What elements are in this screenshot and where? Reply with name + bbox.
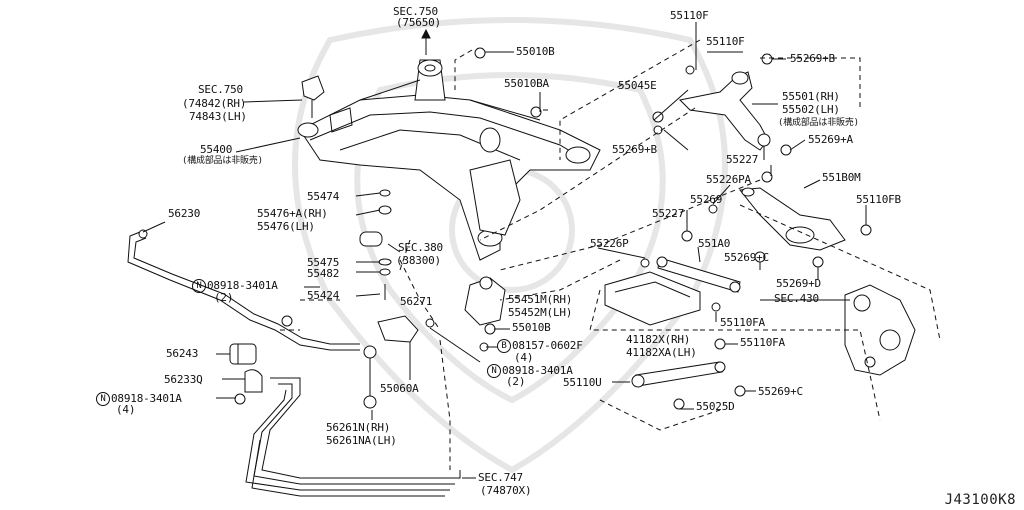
label-551A0: 551A0	[698, 237, 731, 250]
label-41182X: 41182X(RH)	[626, 333, 691, 346]
label-56230: 56230	[168, 207, 201, 220]
label-sec380-sub: (38300)	[396, 254, 441, 267]
mount-bracket-left	[301, 75, 325, 118]
label-08157-qty: (4)	[514, 351, 534, 364]
label-56243: 56243	[166, 347, 199, 360]
label-55110FA-b: 55110FA	[740, 336, 785, 349]
label-56233Q: 56233Q	[164, 373, 203, 386]
label-08918-b-text: 08918-3401A	[111, 392, 182, 405]
label-55475: 55475	[307, 256, 340, 269]
label-55010BA: 55010BA	[504, 77, 549, 90]
label-55010B-top: 55010B	[516, 45, 555, 58]
label-55045E: 55045E	[618, 79, 657, 92]
label-55451M: 55451M(RH)	[508, 293, 573, 306]
bushing-stack	[359, 189, 392, 300]
label-55501-note: (構成部品は非販売)	[778, 118, 859, 128]
label-55227-b: 55227	[652, 207, 685, 220]
label-55269D: 55269+D	[776, 277, 821, 290]
label-55476A: 55476+A(RH)	[257, 207, 328, 220]
label-55476: 55476(LH)	[257, 220, 315, 233]
pipe-harness-sec747	[245, 377, 461, 497]
label-74842: (74842(RH)	[182, 97, 247, 110]
label-55482: 55482	[307, 267, 340, 280]
label-pointers	[142, 22, 867, 479]
label-sec430: SEC.430	[774, 292, 819, 305]
label-55110F-b: 55110F	[706, 35, 745, 48]
label-55269B-a: 55269+B	[790, 52, 835, 65]
label-55025D: 55025D	[696, 400, 735, 413]
link-55110U	[631, 361, 726, 388]
label-sec747-sub: (74870X)	[480, 484, 532, 497]
rear-suspension-member	[297, 59, 601, 261]
n-circle-icon: N	[192, 279, 206, 293]
direction-arrow	[421, 28, 431, 55]
label-08918-a-qty: (2)	[214, 291, 234, 304]
label-55269-mid: 55269	[690, 193, 723, 206]
label-55269C-a: 55269+C	[724, 251, 769, 264]
label-55501: 55501(RH)	[782, 90, 840, 103]
label-sec750-top: SEC.750	[393, 5, 438, 18]
label-41182XA: 41182XA(LH)	[626, 346, 697, 359]
label-55269A: 55269+A	[808, 133, 853, 146]
label-sec750-left: SEC.750	[198, 83, 243, 96]
label-sec747: SEC.747	[478, 471, 523, 484]
heat-shield-41182X	[604, 271, 701, 326]
label-55502: 55502(LH)	[782, 103, 840, 116]
watermark-emblem	[292, 17, 728, 474]
label-55010B-mid: 55010B	[512, 321, 551, 334]
label-08918-a-text: 08918-3401A	[207, 279, 278, 292]
clamp-56233Q	[244, 369, 263, 393]
label-55110U: 55110U	[563, 376, 602, 389]
label-08918-c-qty: (2)	[506, 375, 526, 388]
label-sec380: SEC.380	[398, 241, 443, 254]
label-55110F-a: 55110F	[670, 9, 709, 22]
bushing-56243	[229, 343, 257, 365]
label-08918-b-qty: (4)	[116, 403, 136, 416]
label-55474: 55474	[307, 190, 340, 203]
link-551A0	[656, 256, 741, 293]
label-56261NA: 56261NA(LH)	[326, 434, 397, 447]
label-55400-note: (構成部品は非販売)	[182, 156, 263, 166]
n-circle-icon: N	[96, 392, 110, 406]
label-55227-a: 55227	[726, 153, 759, 166]
b-circle-icon: B	[497, 339, 511, 353]
label-55452M: 55452M(LH)	[508, 306, 573, 319]
label-56261N: 56261N(RH)	[326, 421, 391, 434]
label-sec750-top-sub: (75650)	[396, 16, 441, 29]
bracket-56271	[377, 315, 419, 368]
label-55269C-b: 55269+C	[758, 385, 803, 398]
leader-lines	[280, 39, 941, 470]
stabilizer-bar-56230	[127, 229, 360, 351]
label-55226P: 55226P	[590, 237, 629, 250]
label-551B0M: 551B0M	[822, 171, 861, 184]
label-55424: 55424	[307, 289, 340, 302]
label-55060A: 55060A	[380, 382, 419, 395]
label-55110FB: 55110FB	[856, 193, 901, 206]
upper-link-55501	[678, 71, 771, 160]
label-08157-highlight[interactable]: 08157-0602F	[512, 339, 583, 352]
n-circle-icon: N	[487, 364, 501, 378]
label-55269B-b: 55269+B	[612, 143, 657, 156]
stabilizer-link-56261N	[363, 345, 377, 409]
label-56271: 56271	[400, 295, 433, 308]
label-08918-c-text: 08918-3401A	[502, 364, 573, 377]
label-55110FA-a: 55110FA	[720, 316, 765, 329]
label-55226PA: 55226PA	[706, 173, 751, 186]
lower-arm-551B0M	[739, 187, 846, 251]
bracket-55451M	[464, 276, 506, 326]
diagram-code: J43100K8	[944, 492, 1016, 508]
label-55400: 55400	[200, 143, 233, 156]
label-74843: 74843(LH)	[189, 110, 247, 123]
axle-housing-sec430	[844, 284, 916, 376]
